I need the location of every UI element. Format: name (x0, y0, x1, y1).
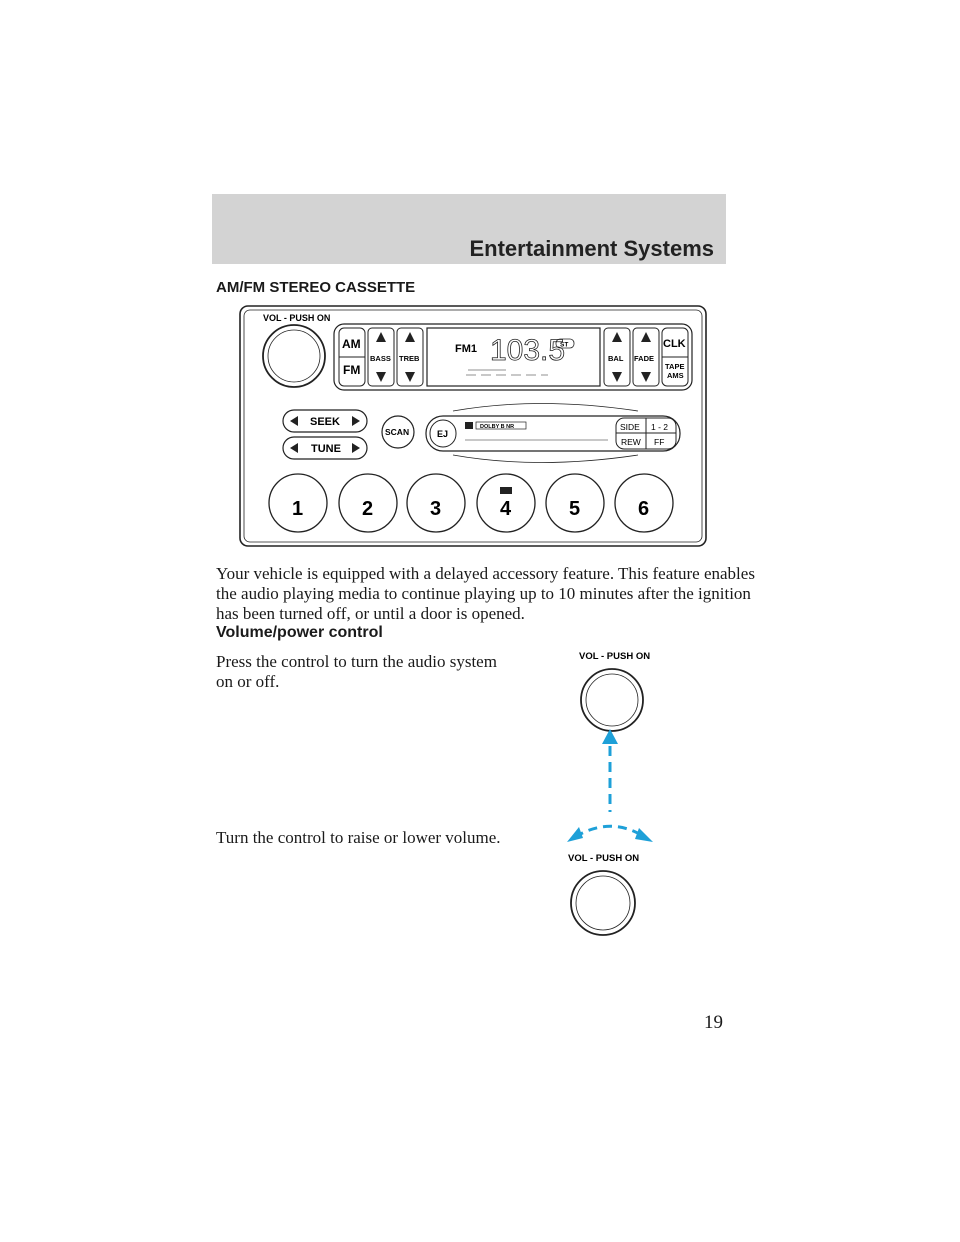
volume-knob-turn-figure: VOL - PUSH ON (568, 853, 639, 936)
treb-label: TREB (399, 354, 420, 363)
preset-button-3[interactable]: 3 (406, 473, 466, 533)
bal-up-icon[interactable] (612, 332, 622, 342)
section-title: AM/FM STEREO CASSETTE (216, 279, 416, 296)
svg-text:5: 5 (569, 498, 580, 520)
fade-down-icon[interactable] (641, 372, 651, 382)
rew-button[interactable]: REW (621, 437, 641, 447)
subsection-title: Volume/power control (216, 624, 383, 641)
svg-text:SEEK: SEEK (310, 416, 340, 428)
volume-knob-press-figure: VOL - PUSH ON (579, 651, 650, 732)
page-number: 19 (704, 1012, 723, 1033)
stereo-indicator: ST (560, 342, 568, 349)
svg-text:6: 6 (638, 498, 649, 520)
bass-down-icon[interactable] (376, 372, 386, 382)
tune-button[interactable]: TUNE (282, 436, 368, 460)
vol-label: VOL - PUSH ON (263, 313, 330, 323)
treb-down-icon[interactable] (405, 372, 415, 382)
preset-button-1[interactable]: 1 (268, 473, 328, 533)
dolby-small-icon (500, 487, 512, 494)
frequency-display: 103.5 (490, 334, 565, 367)
ff-button[interactable]: FF (654, 437, 664, 447)
arrow-right-icon (635, 828, 653, 842)
fade-label: FADE (634, 354, 654, 363)
preset-button-2[interactable]: 2 (338, 473, 398, 533)
header-band: Entertainment Systems (212, 194, 726, 264)
band-indicator: FM1 (455, 343, 477, 355)
dolby-label: DOLBY B NR (480, 424, 514, 430)
preset-button-4[interactable]: 4 (476, 473, 536, 533)
press-instruction: Press the control to turn the audio syst… (216, 652, 497, 691)
svg-text:4: 4 (500, 498, 512, 520)
volume-arrows-figure (567, 729, 653, 842)
figure-label-2: VOL - PUSH ON (568, 853, 639, 864)
tape-button[interactable]: TAPE (665, 362, 684, 371)
radio-faceplate-figure: VOL - PUSH ON AM FM BASS TREB FM1 103.5 … (239, 305, 707, 547)
turn-instruction: Turn the control to raise or lower volum… (216, 828, 501, 847)
preset-button-6[interactable]: 6 (614, 473, 674, 533)
bass-up-icon[interactable] (376, 332, 386, 342)
side-button[interactable]: SIDE (620, 422, 640, 432)
fm-button[interactable]: FM (343, 363, 360, 377)
one-two-label: 1 - 2 (651, 422, 668, 432)
fade-up-icon[interactable] (641, 332, 651, 342)
figure-label-1: VOL - PUSH ON (579, 651, 650, 662)
svg-text:EJ: EJ (437, 429, 448, 439)
svg-text:1: 1 (292, 498, 303, 520)
header-title: Entertainment Systems (469, 236, 714, 261)
svg-text:TUNE: TUNE (311, 443, 341, 455)
svg-text:3: 3 (430, 498, 441, 520)
volume-knob[interactable] (262, 324, 326, 388)
seek-button[interactable]: SEEK (282, 409, 368, 433)
arrow-up-icon (602, 729, 618, 744)
treb-up-icon[interactable] (405, 332, 415, 342)
bass-label: BASS (370, 354, 391, 363)
svg-text:2: 2 (362, 498, 373, 520)
svg-text:SCAN: SCAN (385, 427, 409, 437)
clk-button[interactable]: CLK (663, 338, 686, 350)
preset-button-5[interactable]: 5 (545, 473, 605, 533)
bal-label: BAL (608, 354, 624, 363)
intro-paragraph: Your vehicle is equipped with a delayed … (216, 564, 755, 623)
dolby-icon (465, 422, 473, 429)
ams-label: AMS (667, 371, 684, 380)
arrow-left-icon (567, 827, 583, 842)
am-button[interactable]: AM (342, 337, 361, 351)
scan-button[interactable]: SCAN (381, 415, 415, 449)
radio-display (426, 327, 601, 387)
eject-button[interactable]: EJ (429, 419, 457, 448)
cassette-door (425, 415, 681, 452)
bal-down-icon[interactable] (612, 372, 622, 382)
